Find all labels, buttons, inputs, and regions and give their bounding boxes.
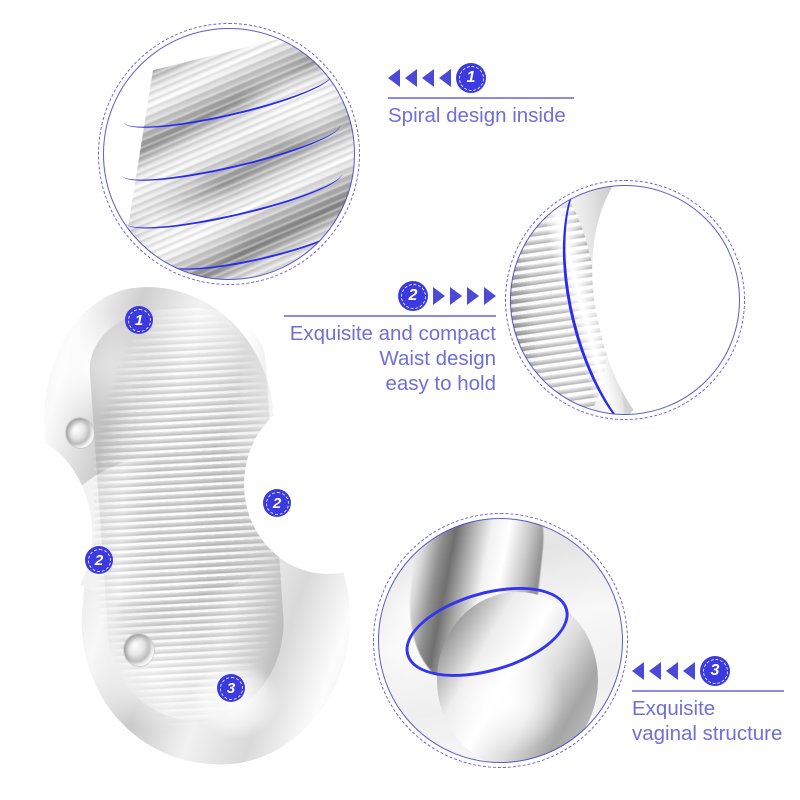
triangle-left-icon <box>439 69 451 87</box>
triangle-left-icon <box>422 69 434 87</box>
callout-3-badge[interactable]: 3 <box>700 656 730 686</box>
triangle-right-icon <box>484 287 496 305</box>
triangle-right-icon <box>433 287 445 305</box>
triangle-left-icon <box>632 662 644 680</box>
detail-circle-base-dashed-ring <box>373 513 628 768</box>
marker-badge-2-left-label: 2 <box>94 551 104 569</box>
marker-badge-1-label: 1 <box>134 311 144 329</box>
detail-circle-waist-dashed-ring <box>505 180 745 420</box>
marker-badge-1[interactable]: 1 <box>125 306 153 334</box>
callout-1: 1 Spiral design inside <box>388 62 578 128</box>
main-product-image <box>0 274 412 776</box>
detail-circle-spiral-dashed-ring <box>98 23 360 285</box>
callout-3-badge-label: 3 <box>710 662 720 679</box>
product-body <box>0 274 412 776</box>
callout-2-divider <box>284 315 496 317</box>
callout-2-badge[interactable]: 2 <box>398 281 428 311</box>
detail-circle-waist <box>505 180 745 420</box>
triangle-left-icon <box>649 662 661 680</box>
callout-3: 3 Exquisite vaginal structure <box>632 655 790 746</box>
marker-badge-2-right-label: 2 <box>272 494 282 512</box>
callout-2-text: Exquisite and compact Waist design easy … <box>289 322 496 395</box>
triangle-left-icon <box>683 662 695 680</box>
callout-2-badge-label: 2 <box>408 287 418 304</box>
callout-1-header: 1 <box>388 62 578 94</box>
marker-badge-3-label: 3 <box>226 679 236 697</box>
callout-1-text: Spiral design inside <box>388 104 566 127</box>
callout-1-divider <box>388 97 574 99</box>
detail-circle-base <box>373 513 628 768</box>
callout-3-divider <box>632 690 784 692</box>
callout-3-text: Exquisite vaginal structure <box>632 697 783 745</box>
triangle-right-icon <box>450 287 462 305</box>
callout-1-badge[interactable]: 1 <box>456 63 486 93</box>
detail-circle-spiral <box>98 23 360 285</box>
triangle-left-icon <box>405 69 417 87</box>
callout-2: 2 Exquisite and compact Waist design eas… <box>284 280 496 396</box>
callout-3-header: 3 <box>632 655 790 687</box>
callout-1-badge-label: 1 <box>466 69 476 86</box>
triangle-left-icon <box>388 69 400 87</box>
marker-badge-2-left[interactable]: 2 <box>85 546 113 574</box>
marker-badge-2-right[interactable]: 2 <box>263 489 291 517</box>
triangle-left-icon <box>666 662 678 680</box>
marker-badge-3[interactable]: 3 <box>217 674 245 702</box>
triangle-right-icon <box>467 287 479 305</box>
callout-2-header: 2 <box>284 280 496 312</box>
